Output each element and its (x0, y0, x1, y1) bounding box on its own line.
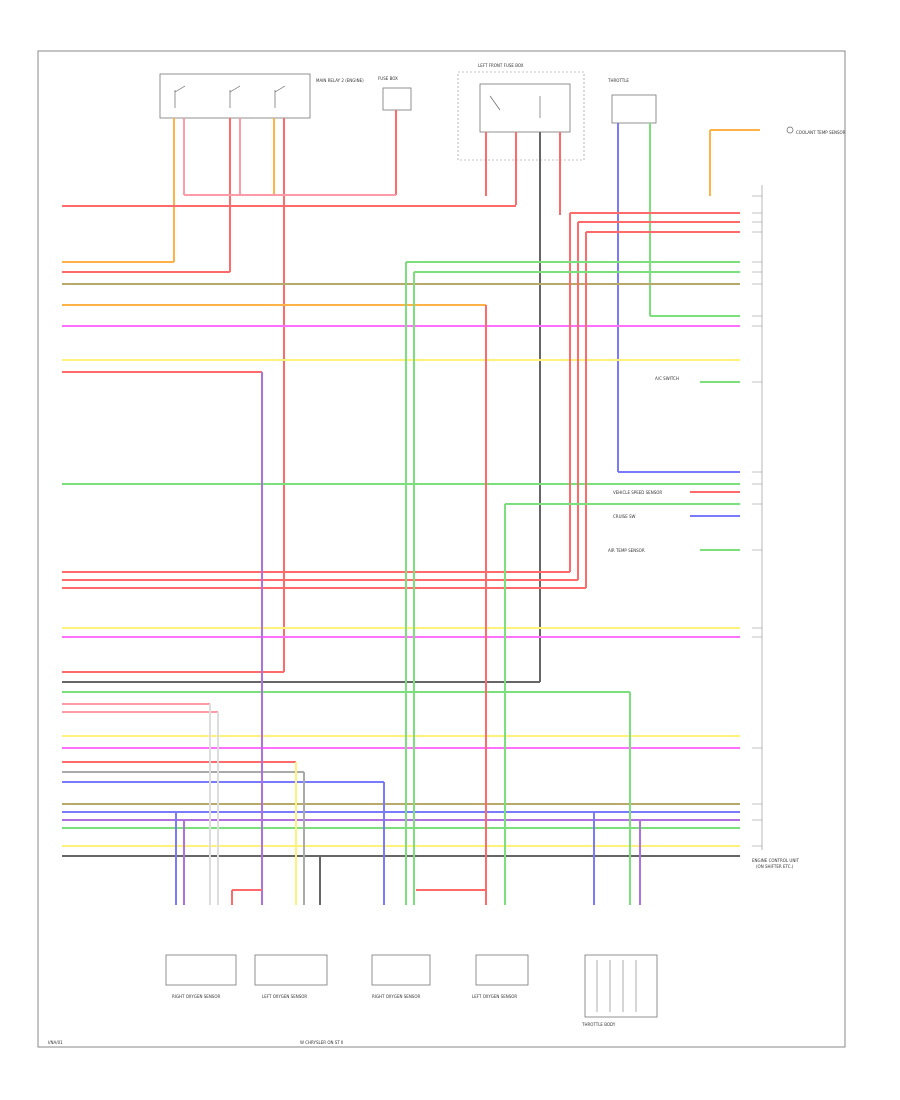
svg-text:LEFT OXYGEN SENSOR: LEFT OXYGEN SENSOR (262, 994, 307, 999)
svg-text:LEFT OXYGEN SENSOR: LEFT OXYGEN SENSOR (472, 994, 517, 999)
bottom-component-5: THROTTLE BODY (581, 954, 658, 1027)
diagram-frame (37, 50, 846, 1048)
svg-text:FUSE BOX: FUSE BOX (378, 76, 398, 81)
svg-text:LEFT FRONT FUSE BOX: LEFT FRONT FUSE BOX (478, 63, 524, 68)
wire-bundle (62, 205, 740, 857)
svg-text:VEHICLE SPEED SENSOR: VEHICLE SPEED SENSOR (613, 490, 662, 495)
svg-text:ENGINE CONTROL UNIT: ENGINE CONTROL UNIT (752, 858, 799, 863)
top-throttle-box: THROTTLE (607, 78, 657, 124)
ecu-connector: ENGINE CONTROL UNIT (ON SHIFTER ETC.) (752, 185, 799, 869)
right-side-components: A/C SWITCH VEHICLE SPEED SENSOR CRUISE S… (608, 376, 679, 553)
svg-text:A/C SWITCH: A/C SWITCH (655, 376, 679, 381)
bottom-component-3: RIGHT OXYGEN SENSOR (371, 954, 431, 999)
svg-text:THROTTLE: THROTTLE (607, 78, 629, 83)
top-fuse-box: FUSE BOX (378, 76, 412, 111)
top-relay-box: MAIN RELAY 2 (ENGINE) (159, 73, 364, 119)
svg-text:AIR TEMP SENSOR: AIR TEMP SENSOR (608, 548, 645, 553)
footer-left: I/NA/01 (48, 1040, 63, 1045)
svg-text:MAIN RELAY 2 (ENGINE): MAIN RELAY 2 (ENGINE) (316, 78, 364, 83)
svg-text:RIGHT OXYGEN SENSOR: RIGHT OXYGEN SENSOR (172, 994, 220, 999)
svg-text:CRUISE SW: CRUISE SW (613, 514, 636, 519)
footer-center: W CHRYSLER ON ST II (300, 1040, 343, 1045)
bottom-component-4: LEFT OXYGEN SENSOR (472, 954, 529, 999)
svg-text:RIGHT OXYGEN SENSOR: RIGHT OXYGEN SENSOR (372, 994, 420, 999)
bottom-component-2: LEFT OXYGEN SENSOR (254, 954, 328, 999)
svg-text:COOLANT TEMP SENSOR: COOLANT TEMP SENSOR (796, 130, 846, 135)
top-ignition-box: LEFT FRONT FUSE BOX (457, 63, 585, 161)
svg-text:THROTTLE BODY: THROTTLE BODY (581, 1022, 616, 1027)
top-coolant: COOLANT TEMP SENSOR (786, 126, 846, 135)
svg-text:(ON SHIFTER ETC.): (ON SHIFTER ETC.) (756, 864, 794, 869)
bottom-component-1: RIGHT OXYGEN SENSOR (165, 954, 237, 999)
